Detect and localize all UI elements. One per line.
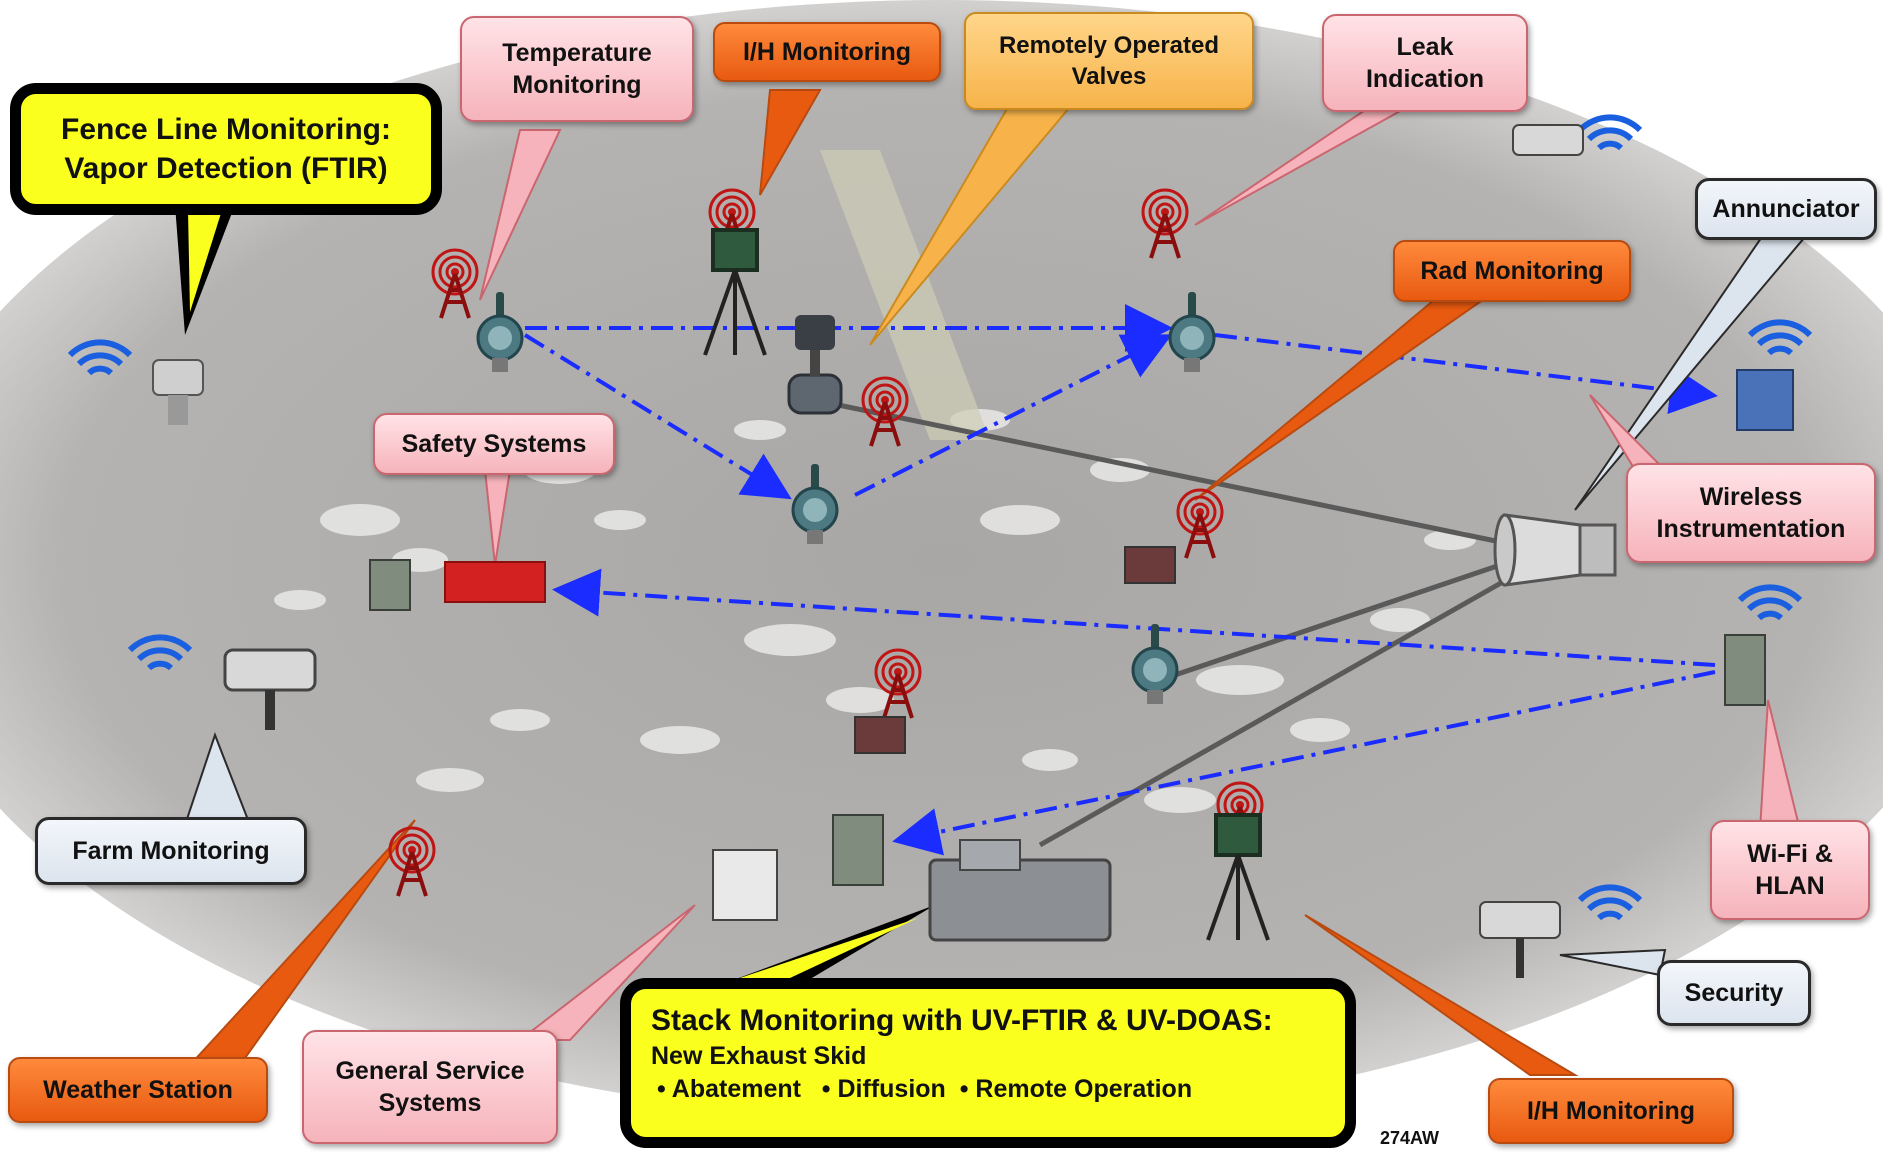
- callout-text: Annunciator: [1712, 194, 1860, 223]
- callout-general-service-systems: General Service Systems: [302, 1030, 558, 1144]
- callout-text: Temperature: [502, 38, 652, 67]
- controller-icon: [1736, 369, 1794, 431]
- controller-icon: [444, 561, 546, 603]
- callout-text: Valves: [1071, 63, 1147, 90]
- link-temp-to-center: [523, 333, 792, 500]
- link-center-to-leak: [854, 334, 1173, 497]
- callout-text: I/H Monitoring: [1526, 1096, 1696, 1125]
- callout-text: I/H Monitoring: [742, 37, 912, 66]
- horn-cable-skid: [1038, 572, 1517, 848]
- callout-leak-indication: Leak Indication: [1322, 14, 1528, 112]
- callout-text: Weather Station: [43, 1075, 233, 1104]
- callout-temperature-monitoring: Temperature Monitoring: [460, 16, 694, 122]
- valve-icon: [787, 315, 843, 415]
- tripod-sampler-icon: [703, 228, 767, 356]
- stack-subtitle: New Exhaust Skid: [651, 1042, 867, 1070]
- figure-id: 274AW: [1380, 1128, 1440, 1148]
- controller-icon: [832, 814, 884, 886]
- tail-temperature: [479, 129, 562, 301]
- controller-icon: [369, 559, 411, 611]
- callout-text: Remotely Operated: [998, 31, 1220, 59]
- callout-rad-monitoring: Rad Monitoring: [1393, 240, 1631, 302]
- controller-icon: [1724, 634, 1766, 706]
- controller-icon: [854, 716, 906, 754]
- tail-ih-bottom: [1304, 914, 1579, 1076]
- callout-wifi-hlan: Wi-Fi & HLAN: [1710, 820, 1870, 920]
- callout-text: Instrumentation: [1656, 515, 1846, 543]
- callout-text: Safety Systems: [401, 429, 587, 458]
- callout-weather-station: Weather Station: [8, 1057, 268, 1123]
- callout-text: Farm Monitoring: [72, 836, 270, 865]
- stack-items: • Abatement • Diffusion • Remote Operati…: [657, 1074, 1193, 1103]
- callout-text: Leak: [1396, 32, 1454, 61]
- exhaust-skid-icon: [928, 839, 1112, 942]
- callout-text: Systems: [378, 1089, 482, 1117]
- callout-text: Wi-Fi &: [1747, 839, 1833, 868]
- callout-wireless-instrumentation: Wireless Instrumentation: [1626, 463, 1876, 563]
- callout-text: Rad Monitoring: [1420, 256, 1604, 285]
- camera-icon: [1479, 901, 1561, 978]
- callout-text: Wireless: [1699, 482, 1803, 511]
- callout-text: HLAN: [1755, 872, 1825, 900]
- callout-ih-monitoring-bottom: I/H Monitoring: [1488, 1078, 1734, 1144]
- callout-text: Fence Line Monitoring:: [61, 113, 391, 146]
- callout-remotely-operated-valves: Remotely Operated Valves: [964, 12, 1254, 110]
- stack-title: Stack Monitoring with UV-FTIR & UV-DOAS:: [651, 1004, 1273, 1037]
- controller-icon: [712, 849, 778, 921]
- callout-text: Security: [1684, 978, 1784, 1007]
- controller-icon: [1124, 546, 1176, 584]
- callout-stack-monitoring: Stack Monitoring with UV-FTIR & UV-DOAS:…: [620, 978, 1356, 1148]
- tripod-sampler-icon: [1206, 813, 1270, 941]
- horn-cable-transmitter: [1174, 557, 1516, 678]
- callout-ih-monitoring-top: I/H Monitoring: [713, 22, 941, 82]
- tail-ih-top: [759, 89, 822, 196]
- callout-farm-monitoring: Farm Monitoring: [35, 817, 307, 885]
- callout-text: General Service: [335, 1056, 525, 1085]
- callout-fence-line-monitoring: Fence Line Monitoring: Vapor Detection (…: [10, 83, 442, 215]
- camera-icon: [1512, 124, 1584, 156]
- callout-security: Security: [1657, 960, 1811, 1026]
- callout-safety-systems: Safety Systems: [373, 413, 615, 475]
- horn-cable-valve: [789, 392, 1516, 548]
- camera-icon: [223, 648, 317, 730]
- camera-icon: [152, 359, 204, 425]
- link-wifi-to-controller: [892, 670, 1716, 856]
- tail-stack: [720, 905, 935, 985]
- callout-annunciator: Annunciator: [1695, 178, 1877, 240]
- callout-text: Monitoring: [512, 71, 642, 99]
- callout-text: Indication: [1365, 65, 1485, 93]
- horn-speaker-icon: [1493, 513, 1617, 587]
- callout-text: Vapor Detection (FTIR): [64, 152, 388, 185]
- link-wifi-to-safety: [552, 568, 1716, 667]
